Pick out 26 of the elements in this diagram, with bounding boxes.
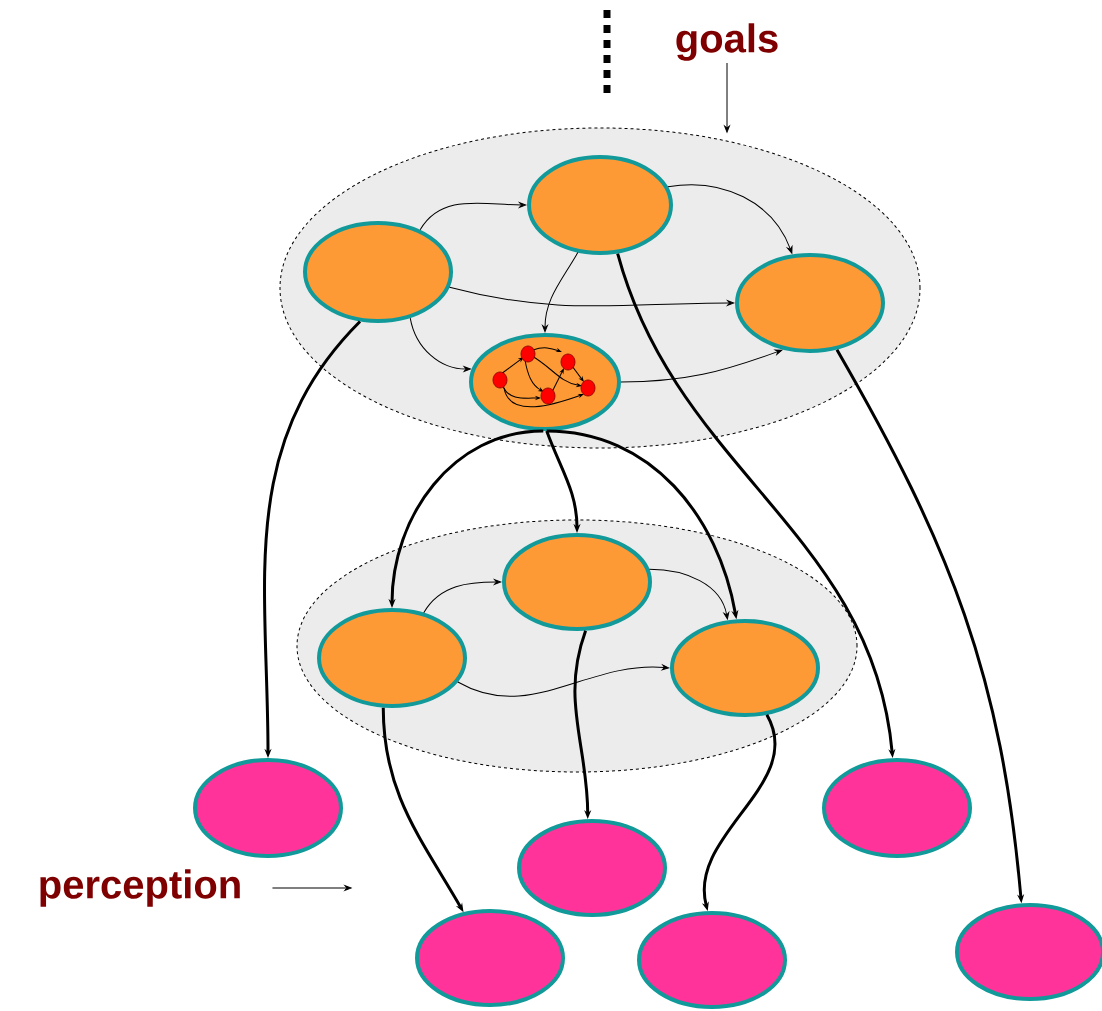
arrow: [409, 317, 471, 372]
output-ellipse: [415, 909, 565, 1007]
process-ellipse: [469, 333, 621, 431]
output-ellipse: [637, 911, 787, 1009]
arrow: [542, 252, 579, 333]
arrow: [271, 885, 352, 891]
process-ellipse: [735, 253, 885, 353]
output-ellipse: [955, 903, 1102, 1001]
arrow: [667, 184, 793, 254]
label-text: goals: [676, 23, 778, 61]
process-ellipse: [502, 533, 652, 631]
arrow: [724, 62, 730, 133]
process-ellipse: [303, 221, 453, 323]
label-text: perception: [40, 869, 240, 907]
output-ellipse: [193, 758, 343, 858]
process-ellipse: [317, 608, 467, 708]
process-ellipse: [527, 155, 673, 255]
process-ellipse: [670, 619, 820, 717]
arrow: [423, 579, 502, 614]
arrow: [620, 349, 783, 383]
arrow: [419, 202, 527, 231]
arrow: [449, 286, 735, 307]
arrow: [457, 664, 670, 697]
output-ellipse: [822, 758, 972, 858]
output-ellipse: [517, 819, 667, 917]
arrow: [648, 568, 730, 620]
